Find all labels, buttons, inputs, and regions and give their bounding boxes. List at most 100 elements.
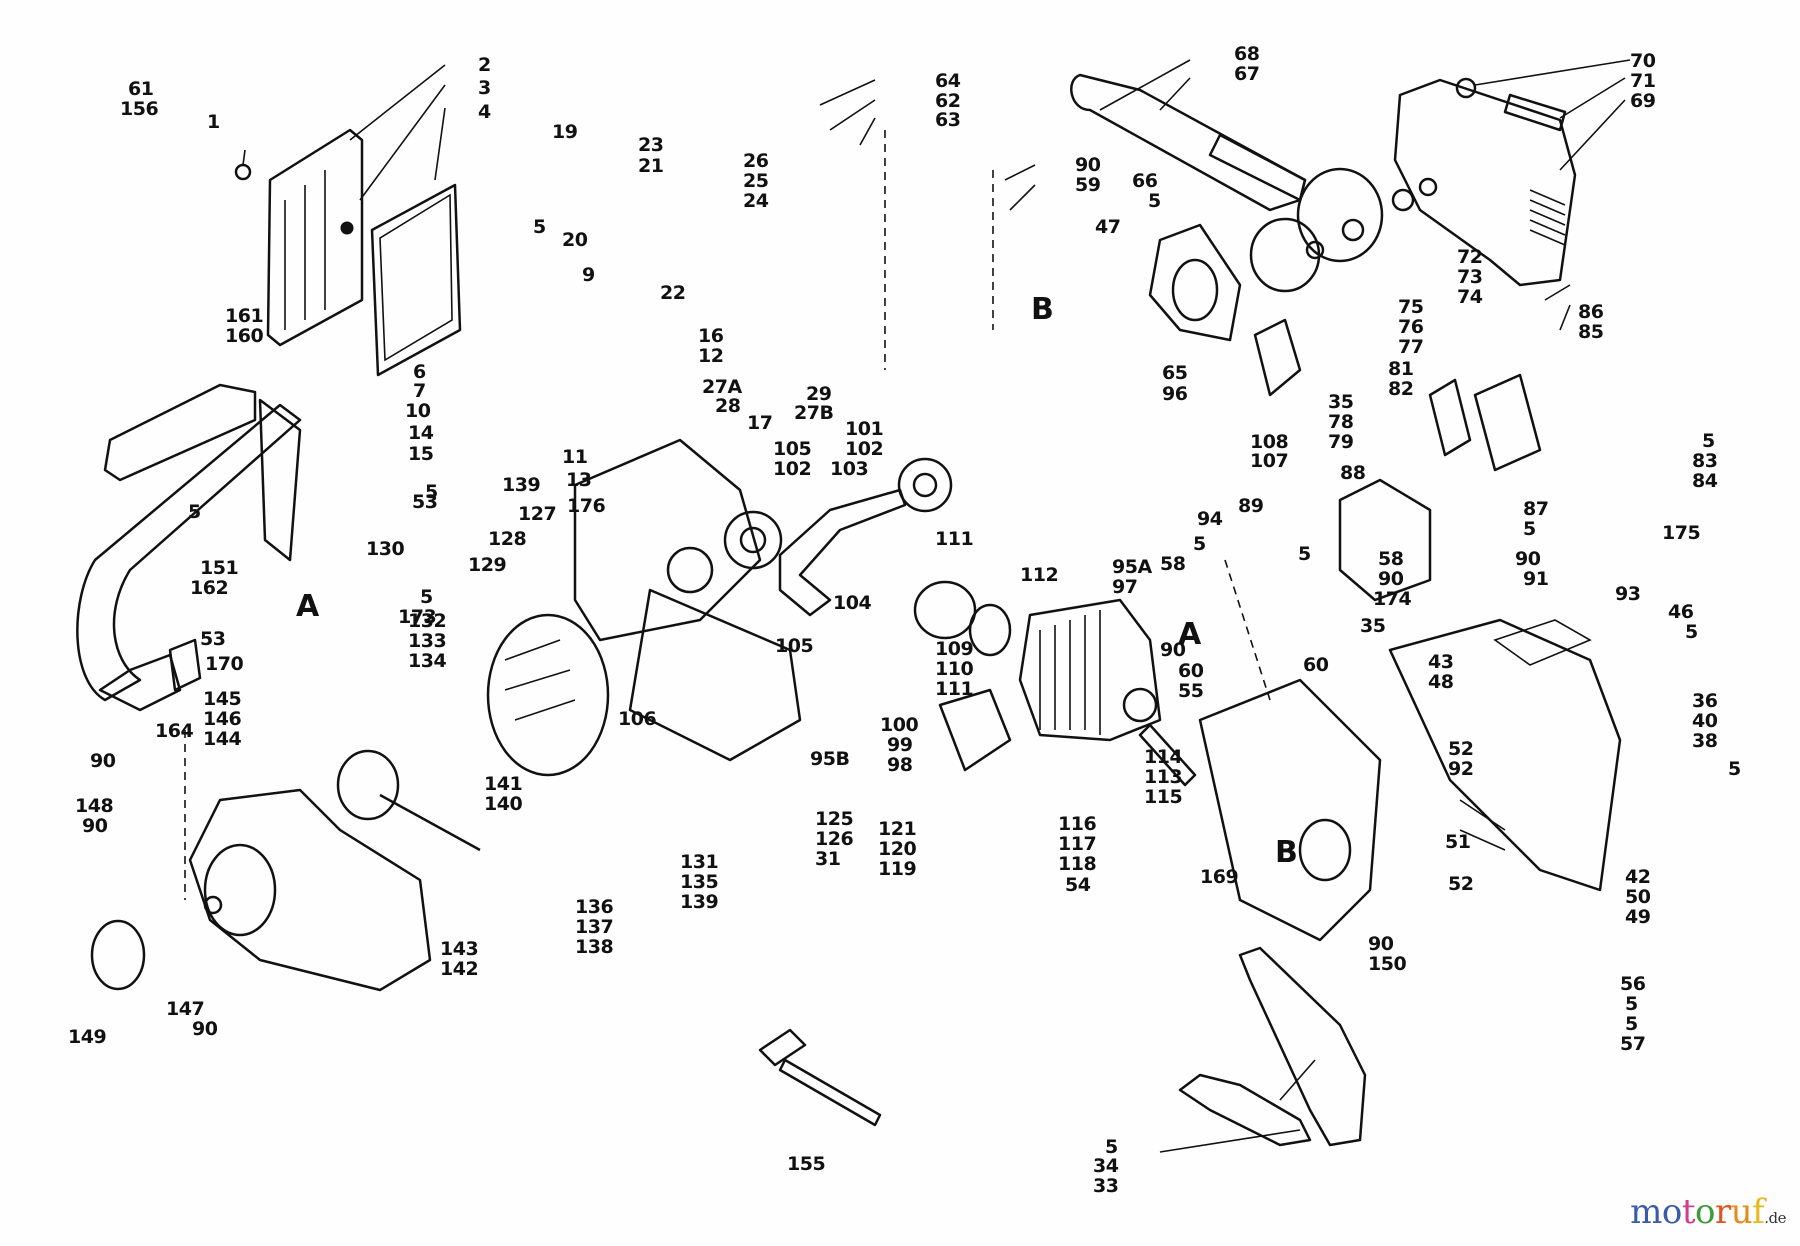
part-label: 7 [413, 380, 426, 402]
part-label: 131 [680, 851, 719, 873]
part-label: 101 [845, 418, 884, 440]
part-label: 54 [1065, 874, 1091, 896]
logo-letter: t [1681, 1192, 1696, 1232]
part-label: 96 [1162, 383, 1188, 405]
assembly-marker-b: B [1275, 835, 1298, 870]
part-label: 56 [1620, 973, 1646, 995]
piston [913, 580, 1012, 657]
part-label: 29 [806, 383, 832, 405]
part-label: 55 [1178, 680, 1204, 702]
part-label: 143 [440, 938, 479, 960]
part-label: 128 [488, 528, 527, 550]
part-label: 42 [1625, 866, 1651, 888]
part-label: 33 [1093, 1175, 1119, 1197]
rear-handle-housing [1388, 618, 1622, 892]
part-label: 52 [1448, 738, 1474, 760]
part-label: 5 [1625, 1013, 1638, 1035]
part-label: 151 [200, 557, 239, 579]
part-label: 146 [203, 708, 242, 730]
part-label: 90 [1368, 933, 1394, 955]
part-label: 4 [478, 101, 491, 123]
part-label: 75 [1398, 296, 1424, 318]
part-label: 135 [680, 871, 719, 893]
part-label: 77 [1398, 336, 1424, 358]
part-label: 90 [90, 750, 116, 772]
logo-letter: o [1661, 1192, 1682, 1232]
part-label: 160 [225, 325, 264, 347]
part-label: 150 [1368, 953, 1407, 975]
part-label: 20 [562, 229, 588, 251]
part-label: 81 [1388, 358, 1414, 380]
spark-plug [1138, 723, 1197, 787]
part-label: 111 [935, 528, 974, 550]
part-label: 46 [1668, 601, 1694, 623]
part-label: 61 [128, 78, 154, 100]
part-label: 43 [1428, 651, 1454, 673]
part-label: 53 [412, 491, 438, 513]
part-label: 145 [203, 688, 242, 710]
part-label: 162 [190, 577, 229, 599]
part-label: 21 [638, 155, 664, 177]
part-label: 23 [638, 134, 664, 156]
part-label: 14 [408, 422, 434, 444]
part-label: 69 [1630, 90, 1656, 112]
part-label: 5 [188, 501, 201, 523]
part-label: 118 [1058, 853, 1097, 875]
part-label: 164 [155, 720, 194, 742]
part-label: 170 [205, 653, 244, 675]
part-label: 106 [618, 708, 657, 730]
part-label: 119 [878, 858, 917, 880]
part-label: 149 [68, 1026, 107, 1048]
part-label: 2 [478, 54, 491, 76]
part-label: 82 [1388, 378, 1414, 400]
part-label: 12 [698, 345, 724, 367]
part-label: 133 [408, 630, 447, 652]
part-label: 58 [1378, 548, 1404, 570]
hand-guard [1178, 946, 1367, 1147]
crankcase [573, 438, 953, 762]
part-label: 140 [484, 793, 523, 815]
part-label: 132 [408, 610, 447, 632]
part-label: 169 [1200, 866, 1239, 888]
part-label: 90 [1160, 639, 1186, 661]
part-label: 85 [1578, 321, 1604, 343]
muffler [938, 688, 1012, 772]
starter-housing [90, 749, 481, 992]
part-label: 5 [1193, 533, 1206, 555]
part-label: 31 [815, 848, 841, 870]
part-label: 5 [1728, 758, 1741, 780]
part-label: 1 [207, 111, 220, 133]
flywheel [486, 613, 610, 777]
logo-letter: o [1695, 1192, 1715, 1232]
part-label: 105 [775, 635, 814, 657]
part-label: 53 [200, 628, 226, 650]
part-label: 90 [82, 815, 108, 837]
part-label: 97 [1112, 576, 1138, 598]
part-label: 5 [533, 216, 546, 238]
part-label: 100 [880, 714, 919, 736]
part-label: 93 [1615, 583, 1641, 605]
part-label: 13 [566, 469, 592, 491]
motoruf-logo: motoruf.de [1630, 1192, 1786, 1232]
part-label: 36 [1692, 690, 1718, 712]
part-label: 141 [484, 773, 523, 795]
part-label: 51 [1445, 831, 1471, 853]
part-label: 83 [1692, 450, 1718, 472]
part-label: 62 [935, 90, 961, 112]
part-label: 87 [1523, 498, 1549, 520]
part-label: 26 [743, 150, 769, 172]
ignition-module [1338, 373, 1542, 602]
part-label: 10 [405, 400, 431, 422]
air-filter-cover [234, 128, 462, 377]
part-label: 105 [773, 438, 812, 460]
part-label: 22 [660, 282, 686, 304]
part-label: 130 [366, 538, 405, 560]
part-label: 90 [1378, 568, 1404, 590]
part-label: 60 [1303, 654, 1329, 676]
part-label: 70 [1630, 50, 1656, 72]
part-label: 144 [203, 728, 242, 750]
part-label: 90 [192, 1018, 218, 1040]
part-label: 74 [1457, 286, 1483, 308]
assembly-marker-a: A [1178, 617, 1201, 652]
